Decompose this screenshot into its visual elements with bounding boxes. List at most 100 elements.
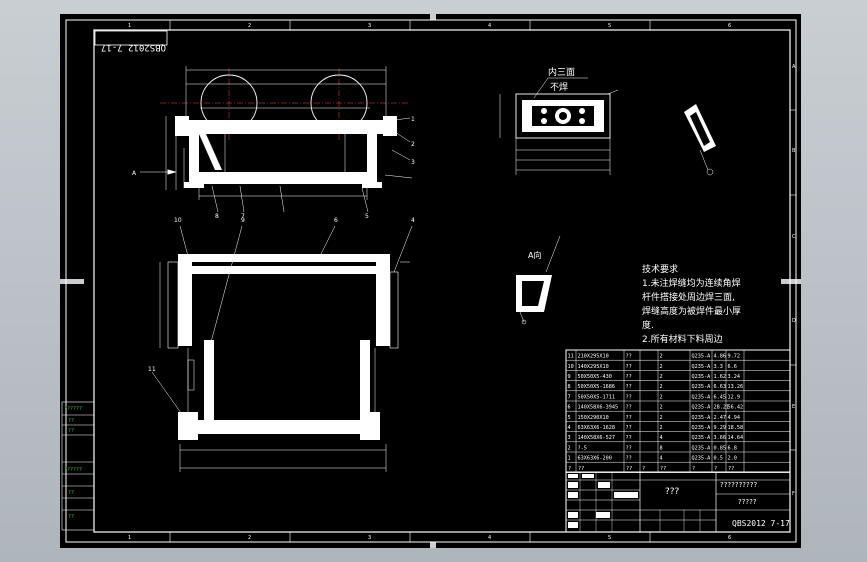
parts-header-cell: ? [714,466,717,472]
left-stamp-5: ?? [68,490,74,496]
parts-cell-unit: 2.47 [714,415,727,421]
grid-right-e: E [792,404,795,410]
parts-cell-std: ?? [626,394,632,400]
parts-cell-qty: 2 [660,405,663,411]
view-arrow-label: A [132,170,137,177]
parts-cell-spec: ?-5 [578,445,587,451]
parts-cell-total: 6.8 [728,445,737,451]
parts-cell-std: ?? [626,384,632,390]
parts-header-cell: ?? [660,466,666,472]
parts-cell-total: 56.42 [728,405,744,411]
grid-bottom-3: 3 [368,535,371,541]
tech-line-3: 焊缝高度为被焊件最小厚 [642,305,741,317]
parts-cell-mat: Q235-A [692,415,712,421]
grid-bottom-2: 2 [248,535,251,541]
parts-cell-total: 4.94 [728,415,741,421]
parts-cell-std: ?? [626,354,632,360]
parts-cell-mat: Q235-A [692,364,712,370]
parts-header-cell: ?? [626,466,632,472]
parts-cell-qty: 2 [660,394,663,400]
parts-cell-qty: 2 [660,364,663,370]
parts-cell-total: 9.72 [728,354,741,360]
bottom-tab [430,542,436,548]
parts-cell-mat: Q235-A [692,384,712,390]
parts-cell-total: 13.26 [728,384,744,390]
parts-cell-qty: 2 [660,354,663,360]
parts-cell-spec: 63X63X6-1628 [578,425,615,431]
parts-cell-unit: 6.45 [714,394,727,400]
balloon-2: 2 [411,141,415,148]
left-stamp-1: ?????? [64,406,82,412]
parts-cell-unit: 1.62 [714,374,727,380]
grid-right-a: A [792,64,796,70]
balloon-6: 6 [334,217,338,224]
grid-right-f: F [792,491,795,497]
a-view: A向 [516,235,561,325]
parts-cell-spec: 140X58X6-3945 [578,405,619,411]
title-drawing-no: QBS2012 7-17 [732,519,790,528]
parts-cell-std: ?? [626,405,632,411]
grid-labels: 1 2 3 4 5 6 1 2 3 4 5 6 A B C D E F [128,23,796,541]
parts-cell-unit: 3.3 [714,364,723,370]
parts-cell-mat: Q235-A [692,394,712,400]
parts-cell-std: ?? [626,425,632,431]
parts-cell-qty: 8 [660,445,663,451]
parts-cell-mat: Q235-A [692,425,712,431]
balloon-3: 3 [411,159,415,166]
left-stamp-3: ?? [68,428,74,434]
grid-top-1: 1 [128,23,131,29]
balloon-11: 11 [148,366,156,373]
left-stamp-6: ?? [68,514,74,520]
top-view [151,225,413,472]
parts-cell-no: 9 [568,374,571,380]
front-view-labels: A 1 2 3 8 7 5 [132,116,415,220]
no-weld-label: 不焊 [550,81,568,93]
left-stamp-2: ?? [68,418,74,424]
front-view [140,66,413,213]
left-stamp-table: ?????? ?? ?? ?????? ?? ?? [61,401,95,531]
parts-cell-unit: 3.66 [714,435,727,441]
tech-line-5: 2.所有材料下料周边 [642,333,723,345]
parts-cell-mat: Q235-A [692,456,712,462]
parts-cell-qty: 2 [660,425,663,431]
parts-cell-qty: 2 [660,415,663,421]
parts-cell-no: 10 [568,364,574,370]
parts-cell-no: 5 [568,415,571,421]
title-block: ??? ?????????? ????? QBS2012 7-17 [565,471,791,533]
parts-cell-mat: Q235-A [692,354,712,360]
balloon-1: 1 [411,116,415,123]
parts-cell-mat: Q235-A [692,435,712,441]
title-name: ??? [665,487,680,497]
inner-border [93,29,791,533]
title-company: ?????????? [720,481,757,489]
left-tab [60,279,84,284]
grid-top-6: 6 [728,23,731,29]
parts-cell-unit: 0.85 [714,445,727,451]
parts-cell-spec: 210X295X10 [578,354,609,360]
parts-cell-spec: 50X50X5-1686 [578,384,615,390]
angled-part [684,104,716,176]
parts-cell-unit: 28.21 [714,405,730,411]
right-tab [781,279,801,284]
zone-grid [169,20,796,542]
parts-cell-total: 12.9 [728,394,741,400]
parts-cell-mat: Q235-A [692,405,712,411]
parts-header-cell: ? [692,466,695,472]
parts-cell-std: ?? [626,374,632,380]
parts-cell-qty: 4 [660,435,663,441]
parts-cell-no: 11 [568,354,574,360]
a-view-label: A向 [528,250,541,260]
parts-cell-spec: 140X58X6-527 [578,435,615,441]
tech-requirements: 技术要求 1.未注焊缝均为连续角焊 杆件搭接处周边焊三面, 焊缝高度为被焊件最小… [642,263,741,345]
grid-right-d: D [792,318,796,324]
parts-cell-spec: 50X50X5-430 [578,374,612,380]
parts-cell-no: 4 [568,425,571,431]
inner-three-label: 内三面 [548,66,575,78]
parts-cell-spec: 50X50X5-1711 [578,394,615,400]
parts-cell-unit: 9.29 [714,425,727,431]
parts-cell-no: 3 [568,435,571,441]
parts-cell-no: 8 [568,384,571,390]
parts-cell-qty: 2 [660,374,663,380]
parts-cell-std: ?? [626,456,632,462]
